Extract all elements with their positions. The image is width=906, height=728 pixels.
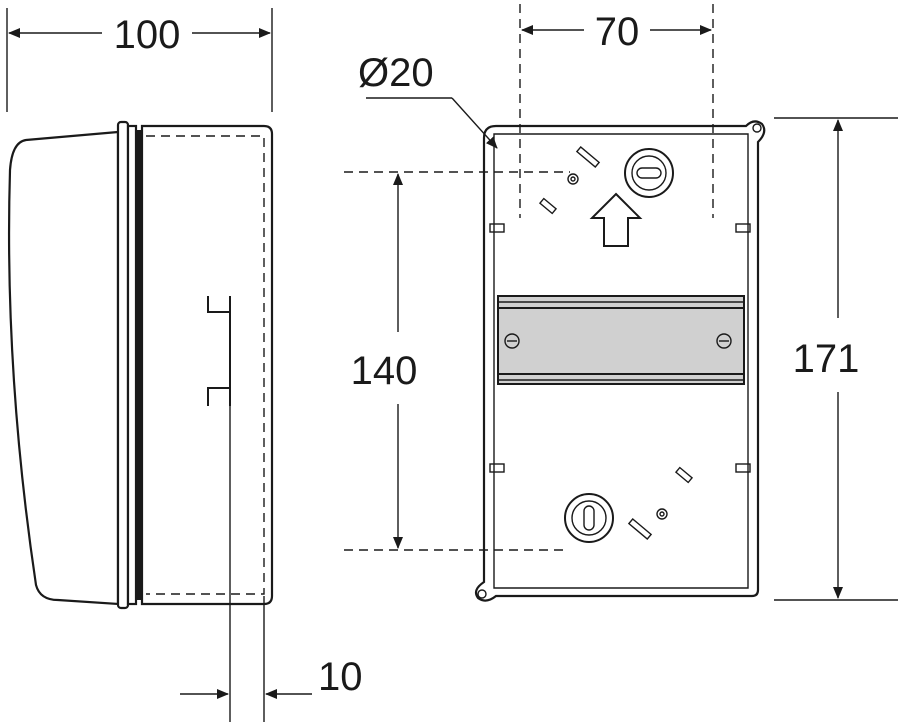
side-view-frame-inner: [126, 124, 138, 606]
side-view-frame-outer: [116, 120, 130, 610]
dimension-mount-spacing: 140: [344, 171, 570, 551]
side-view-base: [140, 124, 274, 606]
rail-screw-right: [716, 333, 732, 349]
din-rail: [497, 295, 745, 385]
screw-bottom: [656, 508, 668, 520]
mounting-hole-bottom: [564, 493, 614, 543]
front-view: [474, 120, 766, 602]
slot-top-left: [489, 223, 505, 233]
dimension-width-side: 100: [6, 8, 273, 112]
orientation-arrow-icon: [589, 192, 643, 247]
oblong-slot-4: [627, 518, 653, 540]
mounting-hole-top-inner: [631, 155, 667, 191]
dimension-label-hole-spacing: 70: [595, 10, 640, 54]
mounting-hole-bottom-inner: [571, 500, 607, 536]
dimension-label-width: 100: [114, 13, 181, 57]
oblong-slot-2: [538, 197, 558, 215]
dimension-label-rail-offset: 10: [318, 655, 363, 699]
mounting-hole-top: [624, 148, 674, 198]
screw-top: [567, 173, 579, 185]
lug-screw-top-right: [752, 123, 762, 133]
dimension-label-mount-spacing: 140: [351, 349, 418, 393]
slot-bottom-right: [735, 463, 751, 473]
dimension-hole-spacing: 70: [519, 4, 714, 218]
din-rail-profile: [207, 296, 231, 406]
side-view-lid: [7, 130, 120, 606]
side-view-hidden-outline: [146, 135, 265, 595]
side-view-seal: [136, 130, 142, 600]
lug-screw-bottom-left: [477, 589, 487, 599]
screw-bottom-center: [659, 511, 665, 517]
keyhole-slot-bottom: [583, 505, 595, 531]
keyhole-slot-top: [636, 167, 662, 179]
slot-bottom-left: [489, 463, 505, 473]
slot-top-right: [735, 223, 751, 233]
dimension-label-hole-diameter: Ø20: [358, 51, 434, 95]
leader-line-arrow: [451, 97, 498, 149]
dimension-hole-diameter: Ø20: [358, 51, 498, 149]
dimension-rail-offset: 10: [180, 406, 363, 722]
front-view-inner-rim: [493, 133, 749, 589]
dimension-label-height: 171: [793, 337, 860, 381]
oblong-slot-1: [575, 146, 601, 168]
dimension-height: 171: [774, 117, 898, 601]
oblong-slot-3: [674, 466, 694, 484]
screw-top-center: [570, 176, 576, 182]
side-view: [7, 120, 274, 610]
rail-screw-left: [504, 333, 520, 349]
